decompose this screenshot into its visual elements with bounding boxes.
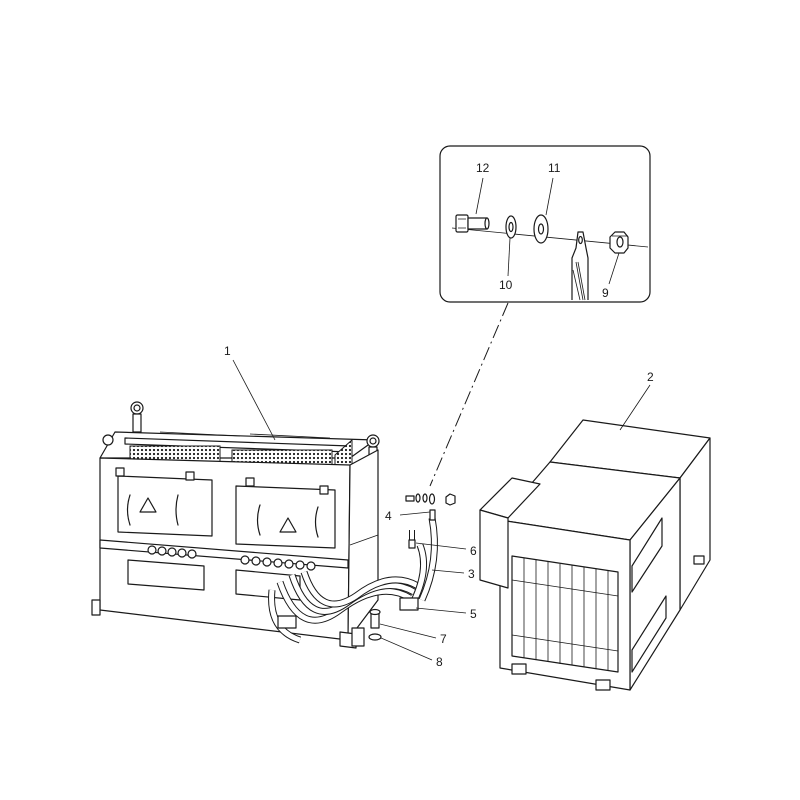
callout-4: 4 [385,509,392,523]
callout-1: 1 [224,344,231,358]
callout-6: 6 [470,544,477,558]
power-cable-bundle [268,509,438,644]
access-panel-left [117,475,213,537]
callout-10: 10 [499,278,513,292]
warning-triangle-icon [139,497,157,513]
callout-8: 8 [436,655,443,669]
callout-9: 9 [602,286,609,300]
cabinet-unit-1 [91,401,380,649]
main-callouts: 1 2 3 4 5 6 7 8 [224,344,654,669]
flat-washer-part [533,214,549,244]
hex-nut-part [609,231,629,254]
callout-5: 5 [470,607,477,621]
lock-washer-part [505,215,517,239]
detail-inset: 12 11 10 9 [439,145,651,303]
warning-triangle-icon [279,517,297,533]
inset-frame [439,145,651,303]
bolt-part [455,214,490,233]
bolt-hardware-set [405,493,456,506]
detail-reference-line [429,302,509,487]
callout-12: 12 [476,161,490,175]
enclosure-unit-2 [479,419,711,691]
callout-3: 3 [468,567,475,581]
access-panel-right [235,485,336,549]
front-grille [511,558,619,670]
callout-7: 7 [440,632,447,646]
callout-2: 2 [647,370,654,384]
mounting-bracket [351,608,382,647]
cable-lug-part [571,231,589,301]
terminal-row [147,545,316,571]
callout-11: 11 [548,161,561,175]
